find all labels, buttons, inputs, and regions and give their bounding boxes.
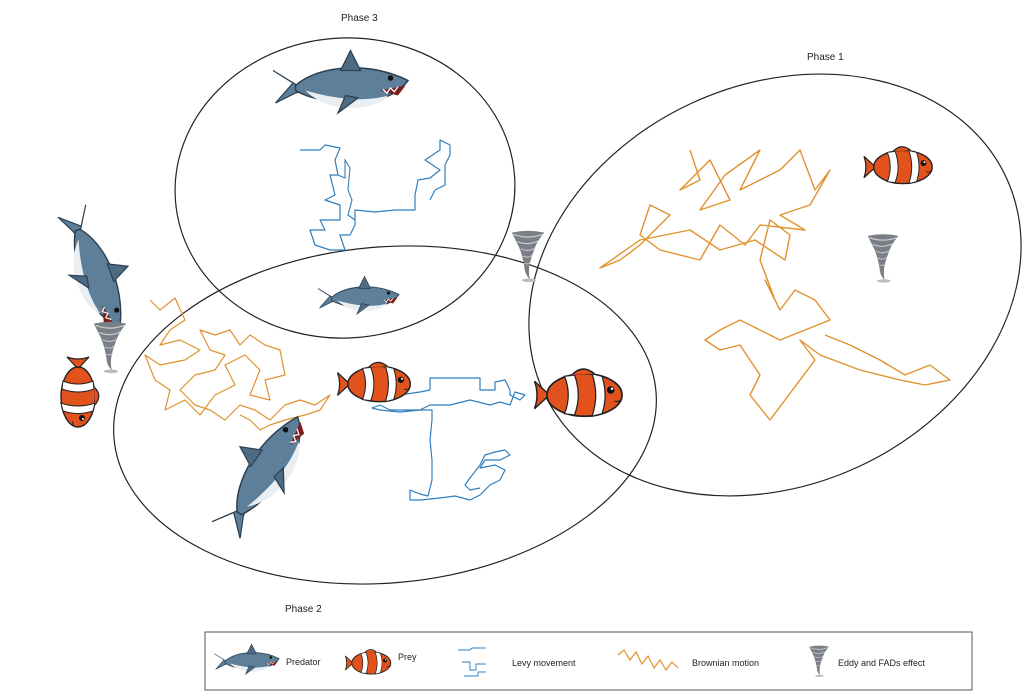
clownfish-topright-icon xyxy=(864,147,932,184)
brownian-path-phase2 xyxy=(145,298,330,430)
tornado-middle-icon xyxy=(512,231,544,282)
legend-levy-label: Levy movement xyxy=(512,658,576,668)
shark-top-icon xyxy=(273,51,408,114)
shark-small-icon xyxy=(318,277,399,315)
clownfish-left-icon xyxy=(61,357,99,427)
legend-predator-label: Predator xyxy=(286,657,321,667)
shark-center-icon xyxy=(196,400,325,546)
legend: Predator Prey Levy movement Brownian mot… xyxy=(205,632,972,690)
phase2-label: Phase 2 xyxy=(285,604,322,615)
legend-eddy-label: Eddy and FADs effect xyxy=(838,658,925,668)
tornado-right-icon xyxy=(868,234,899,282)
clownfish-large-icon xyxy=(535,369,623,416)
clownfish-middle-icon xyxy=(337,362,410,401)
levy-path-phase3 xyxy=(300,140,450,250)
tornado-left-icon xyxy=(94,322,126,373)
brownian-path-phase1 xyxy=(600,150,950,420)
legend-brownian-label: Brownian motion xyxy=(692,658,759,668)
legend-prey-label: Prey xyxy=(398,652,417,662)
phase1-region xyxy=(459,0,1030,574)
shark-left-icon xyxy=(48,198,146,336)
phase1-label: Phase 1 xyxy=(807,52,844,63)
phase3-label: Phase 3 xyxy=(341,13,378,24)
